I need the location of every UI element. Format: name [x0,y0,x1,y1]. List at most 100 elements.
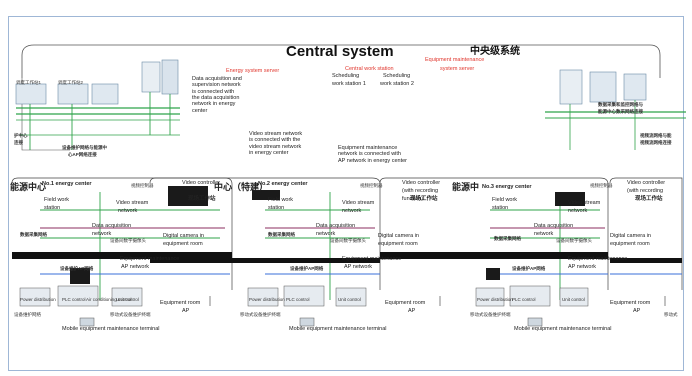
ap-zh: 设备维护AP网络 [512,266,546,271]
ap-network-label: Equipment maintenance [342,256,402,262]
data-acq-label-2: network [316,231,336,237]
rack-row-dark [150,258,380,263]
ap-network-label: Equipment maintenance [568,256,628,262]
power-dist-label: Power distribution [249,297,285,302]
data-acq-label: Data acquisition [316,223,356,229]
workstation-zh: 现场工作站 [188,196,216,202]
unit-ctrl-label: Unit control [116,297,139,302]
camera-label-2: equipment room [610,241,650,247]
unit-ctrl-label: Unit control [338,297,361,302]
sched-ws1-label-2: work station 1 [332,81,366,87]
data-acq-label-2: network [92,231,112,237]
video-stream-label-2: network [118,208,138,214]
center3-title-zh: 能源中 [452,182,480,192]
camera-zh: 设备间数字摄像头 [330,238,366,243]
video-line: video stream network [249,143,302,150]
equip-server-label-1: Equipment maintenance [425,57,485,63]
video-controller-zh: 视频控制器 [360,183,383,188]
dan-connection-note: Data acquisition and supervision network… [192,76,242,114]
equip-room-ap-label-2: AP [182,308,190,314]
video-stream-label: Video stream [116,200,149,206]
equip-net-zh: 设备维护网络 [14,312,41,317]
field-ws-label-2: station [492,205,509,211]
equip-line: network is connected with [338,151,401,158]
video-controller-block [168,186,208,206]
avr-label: Air conditioning control [86,297,132,302]
equip-room-ap-label: Equipment room [610,300,651,306]
equip-connection-note: Equipment maintenance network is connect… [338,145,407,164]
camera-label: Digital camera in [378,233,419,239]
left-ws1-label: 调度工作站1 [16,80,42,85]
video-controller-label-2: (with recording [402,188,439,194]
sched-ws2-label-1: Scheduling [383,73,411,79]
video-line: Video stream network [249,131,303,137]
dan-line: the data acquisition [192,94,240,101]
mobile-terminal-zh: 移动式设备维护终端 [240,312,281,317]
field-ws-label: Field work [268,197,294,203]
video-stream-label: Video stream [568,200,601,206]
camera-label: Digital camera in [163,233,204,239]
rack-row-dark [610,258,682,263]
ap-network-label-2: AP network [568,264,597,270]
equipment-block [486,268,500,280]
mobile-zh-short: 移动式 [664,312,678,317]
equip-room-ap-label-2: AP [633,308,641,314]
central-title-en: Central system [286,43,394,60]
camera-zh: 设备间数字摄像头 [110,238,146,243]
central-title-zh: 中央级系统 [470,46,520,57]
sched-ws1-label-1: Scheduling [332,73,360,79]
camera-label-2: equipment room [378,241,418,247]
video-stream-label: Video stream [342,200,375,206]
right-zh-label-4: 视频流网络连接 [640,140,672,145]
sched-ws2-label-2: work station 2 [380,81,414,87]
dan-line: network in energy [192,101,236,108]
dan-line: Data acquisition and [192,76,242,82]
ap-network-label: Equipment maintenance [120,256,180,262]
right-zh-label-1: 数据采集和监控网络与 [598,102,643,107]
data-acq-label: Data acquisition [92,223,132,229]
field-ws-label: Field work [492,197,518,203]
video-line: is connected with the [249,137,301,144]
video-controller-label-2: (with recording [627,188,664,194]
equip-room-ap-label-2: AP [408,308,416,314]
mobile-terminal-zh: 移动式设备维护终端 [470,312,511,317]
video-connection-note: Video stream network is connected with t… [249,131,302,156]
equip-room-ap-label: Equipment room [385,300,426,306]
central-ws-label: Central work station [345,66,394,72]
center1-title-en: No.1 energy center [42,181,92,187]
mobile-terminal-label: Mobile equipment maintenance terminal [289,326,387,332]
data-acq-zh: 数据采集网络 [268,232,295,237]
left-zh-label-3: 设备维护网络与能源中 [62,145,107,150]
workstation-zh: 现场工作站 [410,196,438,202]
field-ws-label-2: station [44,205,61,211]
data-acq-label-2: network [534,231,554,237]
video-stream-label-2: network [342,208,362,214]
rack-row-dark [380,252,608,259]
mobile-terminal-label: Mobile equipment maintenance terminal [62,326,160,332]
left-zh-label-2: 连接 [14,140,23,145]
mobile-terminal-label: Mobile equipment maintenance terminal [514,326,612,332]
center2-title-en: No.2 energy center [258,181,308,187]
center2-title-zh: 中心（特建） [214,182,269,192]
left-zh-label-1: 护中心 [14,133,28,138]
camera-zh: 设备间数字摄像头 [556,238,592,243]
ap-network-label-2: AP network [121,264,150,270]
dan-line: center [192,107,208,114]
ap-zh: 设备维护AP网络 [60,266,94,271]
video-controller-label: Video controller [402,180,441,186]
camera-label-2: equipment room [163,241,203,247]
video-controller-block [555,192,585,206]
equip-server-label-2: system server [440,66,475,72]
video-line: in energy center [249,149,289,156]
energy-server-label: Energy system server [226,68,280,74]
unit-ctrl-label: Unit control [562,297,585,302]
video-controller-label-3: function) [402,196,424,202]
plc-label: PLC control [62,297,86,302]
data-acq-zh: 数据采集网络 [20,232,47,237]
dan-line: is connected with [192,88,235,95]
equip-room-ap-label: Equipment room [160,300,201,306]
field-ws-label-2: station [268,205,285,211]
camera-label: Digital camera in [610,233,651,239]
field-ws-label: Field work [44,197,70,203]
